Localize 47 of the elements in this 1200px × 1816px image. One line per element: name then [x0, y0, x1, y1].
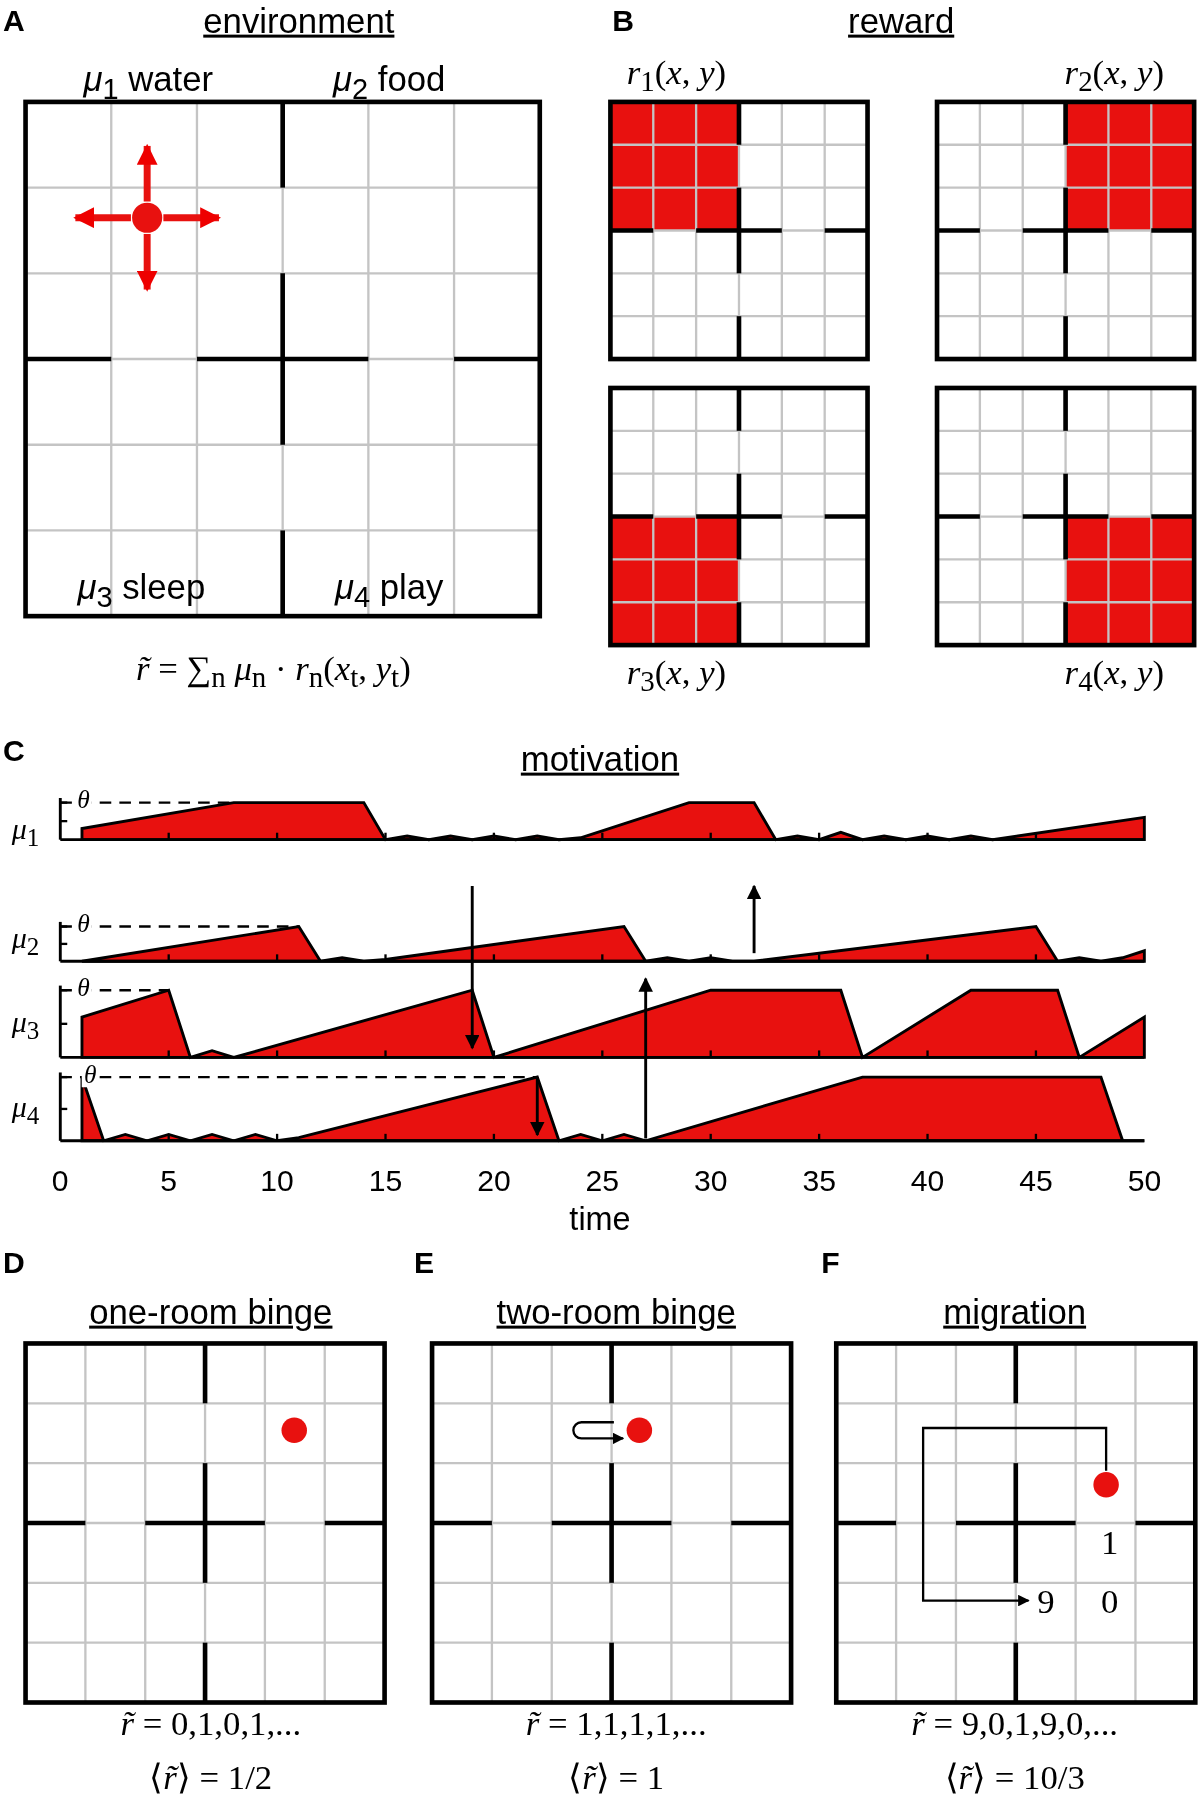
formula: r̃ = ∑$_{n}$ μ$_{n}$ · r$_{n}$(x$_{t}$, y$_{t}$) — [136, 651, 411, 693]
panel-title: two-room binge — [496, 1294, 736, 1330]
panel-title: reward — [848, 3, 955, 39]
room-label: μ$_{1}$ water — [83, 62, 214, 105]
axis-label: μ$_{3}$ — [11, 1007, 40, 1044]
tick-label: 25 — [585, 1166, 620, 1197]
panel-title: motivation — [520, 741, 680, 777]
panel-letter: B — [612, 5, 635, 36]
formula: r̃ = 1,1,1,1,... — [525, 1706, 707, 1741]
room-label: μ$_{3}$ sleep — [77, 569, 206, 612]
axis-title: time — [569, 1202, 631, 1235]
panel-letter: A — [3, 5, 25, 36]
panel-letter: E — [413, 1247, 434, 1278]
tick-label: 45 — [1019, 1166, 1053, 1197]
panel-letter: C — [3, 735, 25, 766]
formula: ⟨r̃⟩ = 1/2 — [149, 1760, 273, 1796]
axis-label: μ$_{4}$ — [11, 1091, 40, 1128]
panel-title: one-room binge — [89, 1294, 333, 1330]
room-label: μ$_{4}$ play — [334, 569, 444, 612]
tick-label: 50 — [1127, 1166, 1162, 1197]
tick-label: 35 — [802, 1166, 836, 1197]
axis-label: μ$_{1}$ — [11, 813, 40, 850]
reward-value: 0 — [1100, 1584, 1119, 1620]
panel-title: environment — [203, 3, 395, 39]
reward-value: 9 — [1037, 1584, 1055, 1620]
reward-function-label: r$_{3}$(x, y) — [626, 656, 727, 697]
reward-function-label: r$_{1}$(x, y) — [626, 56, 727, 97]
tick-label: 0 — [51, 1166, 69, 1197]
reward-value: 1 — [1100, 1525, 1119, 1561]
tick-label: 40 — [910, 1166, 945, 1197]
tick-label: 30 — [693, 1166, 728, 1197]
formula: ⟨r̃⟩ = 10/3 — [944, 1760, 1085, 1796]
tick-label: 15 — [368, 1166, 403, 1197]
panel-letter: D — [3, 1247, 25, 1278]
tick-label: 20 — [477, 1166, 511, 1197]
formula: r̃ = 9,0,1,9,0,... — [911, 1706, 1119, 1741]
panel-title: migration — [943, 1294, 1087, 1330]
threshold-label: θ — [82, 1062, 99, 1088]
tick-label: 10 — [260, 1166, 294, 1197]
reward-function-label: r$_{2}$(x, y) — [1064, 56, 1164, 97]
formula: ⟨r̃⟩ = 1 — [568, 1760, 665, 1796]
axis-label: μ$_{2}$ — [11, 922, 40, 959]
formula: r̃ = 0,1,0,1,... — [120, 1706, 302, 1741]
tick-label: 5 — [160, 1166, 177, 1197]
reward-function-label: r$_{4}$(x, y) — [1064, 656, 1164, 697]
room-label: μ$_{2}$ food — [333, 62, 446, 105]
panel-letter: F — [821, 1247, 840, 1278]
